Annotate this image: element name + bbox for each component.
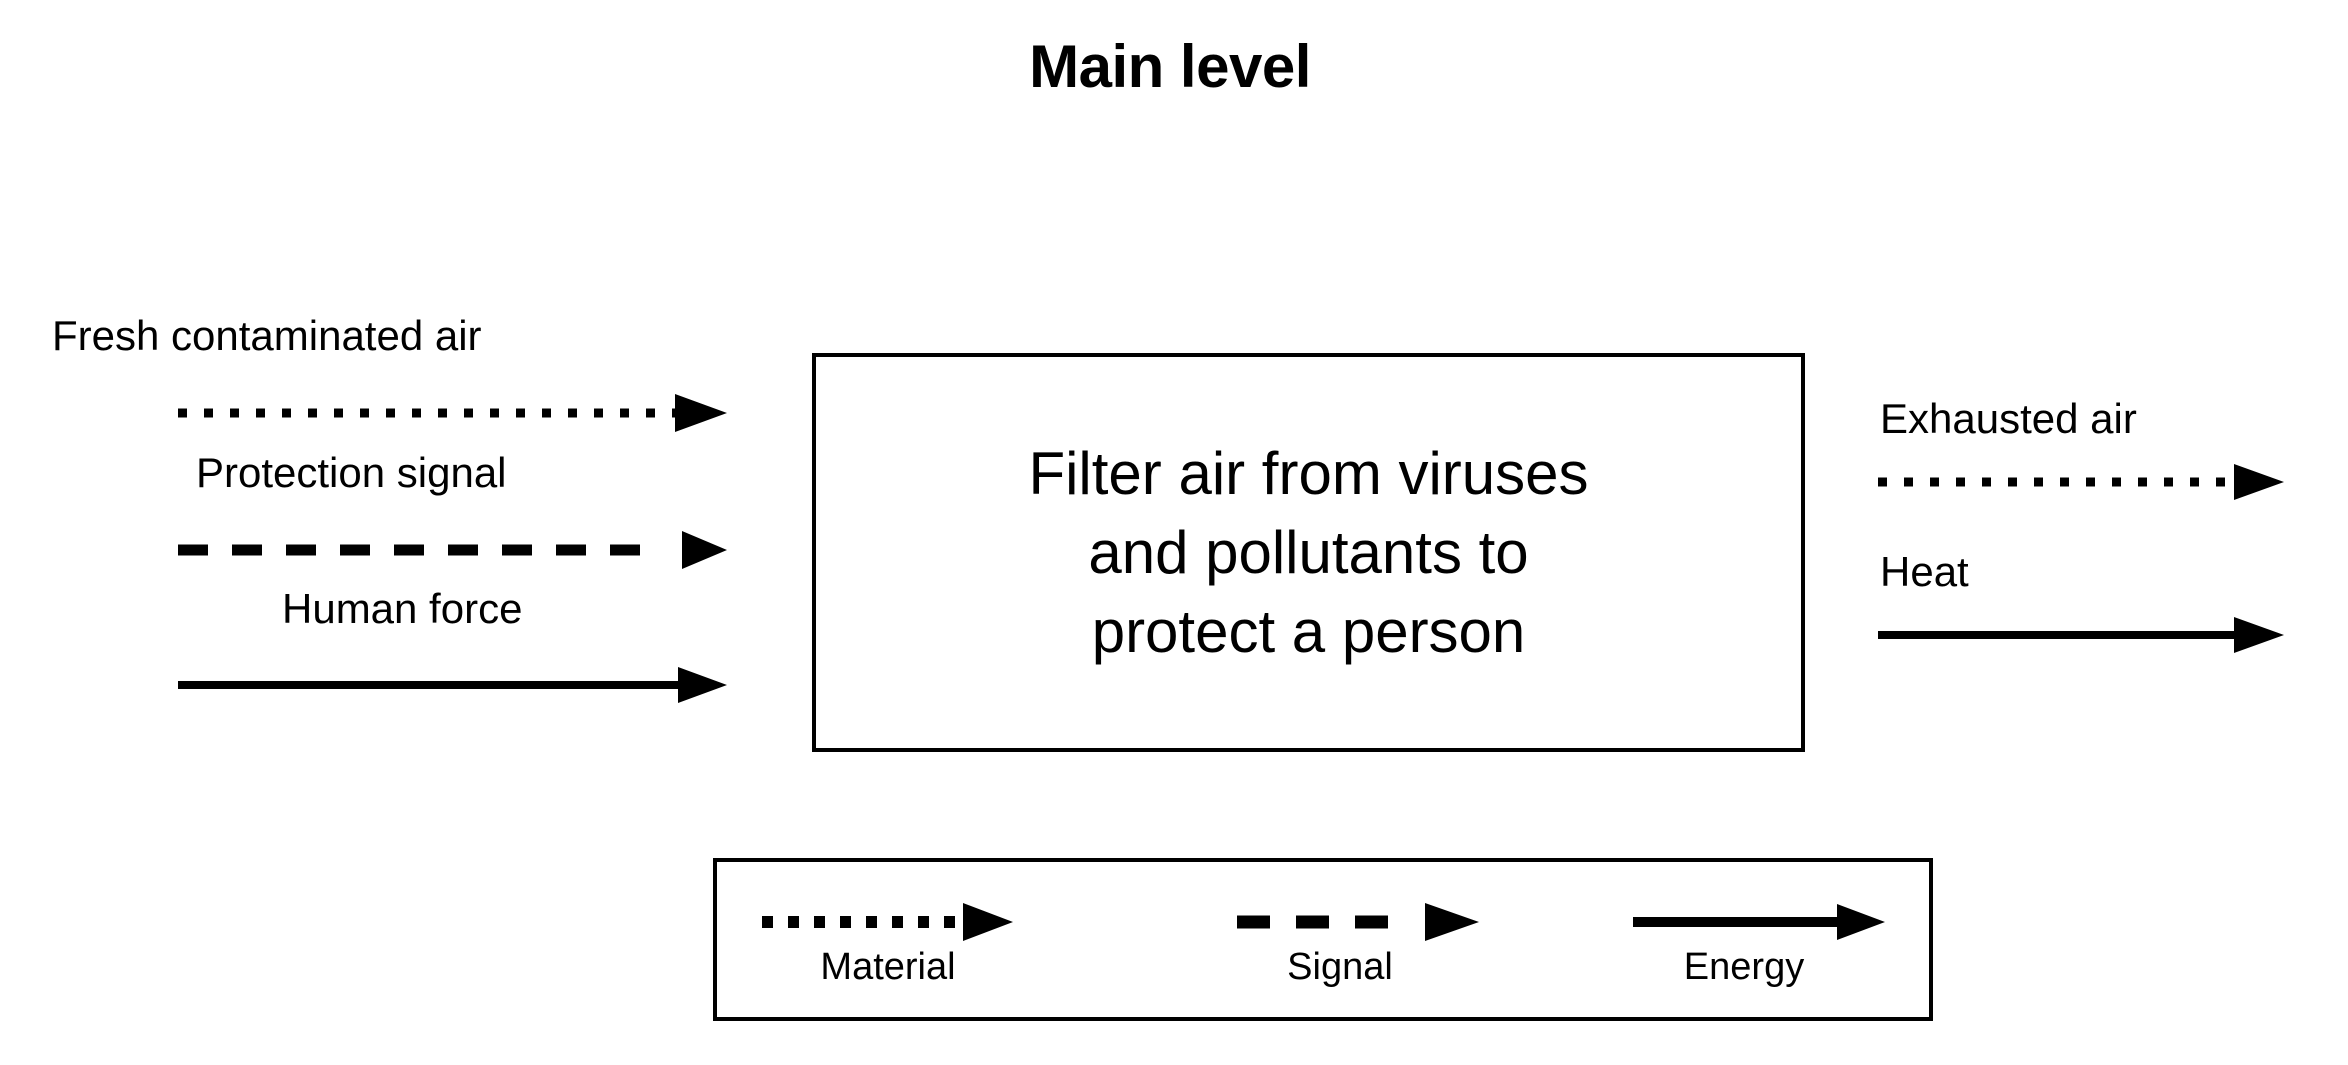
legend-item-energy: Energy	[1599, 880, 1889, 1008]
output-arrow-energy-solid	[1872, 614, 2292, 656]
legend-arrow-signal-dashed	[1233, 902, 1485, 947]
main-function-line-3: protect a person	[1091, 598, 1526, 666]
input-arrow-material-dotted	[170, 392, 735, 434]
legend-label-material: Material	[820, 946, 956, 988]
legend-label-signal: Signal	[1287, 946, 1393, 988]
diagram-title-text: Main level	[1029, 33, 1311, 100]
legend: Material Signal Energy	[713, 858, 1933, 1021]
output-arrow-material-dotted	[1872, 461, 2292, 503]
input-label-protection-signal: Protection signal	[196, 449, 507, 496]
main-function-block: Filter air from viruses and pollutants t…	[812, 353, 1805, 752]
input-arrow-signal-dashed	[170, 528, 735, 572]
output-label-exhausted-air: Exhausted air	[1880, 395, 2137, 442]
legend-item-material: Material	[743, 880, 1033, 1008]
main-function-line-1: Filter air from viruses	[1028, 439, 1589, 507]
input-arrow-energy-solid	[170, 664, 735, 706]
legend-arrow-material-dotted	[757, 902, 1019, 947]
legend-label-energy: Energy	[1683, 946, 1805, 988]
main-function-line-2: and pollutants to	[1088, 518, 1529, 586]
legend-item-signal: Signal	[1195, 880, 1485, 1008]
output-label-heat: Heat	[1880, 548, 1969, 595]
legend-arrow-energy-solid	[1629, 902, 1891, 947]
input-label-fresh-contaminated-air: Fresh contaminated air	[52, 312, 482, 359]
input-label-human-force: Human force	[282, 585, 523, 632]
diagram-title: Main level	[0, 34, 2348, 100]
